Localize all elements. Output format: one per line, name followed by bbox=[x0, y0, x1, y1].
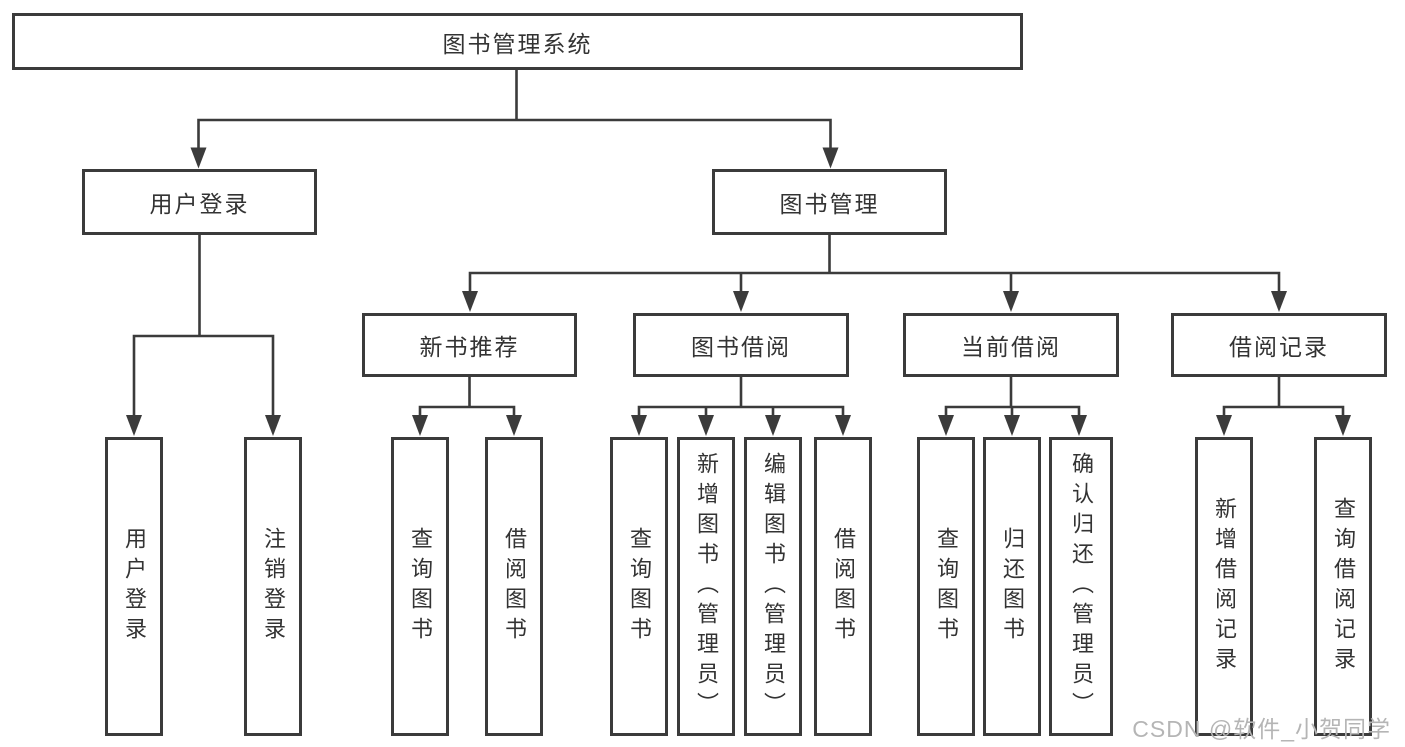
arrowhead bbox=[506, 415, 522, 436]
connector-line bbox=[468, 225, 1281, 293]
arrowhead bbox=[938, 415, 954, 436]
arrowhead bbox=[822, 147, 839, 169]
connector-bookborrow-to-leaves bbox=[631, 367, 851, 436]
arrowhead bbox=[1335, 415, 1351, 436]
node-book-borrow: 图书借阅 bbox=[633, 313, 849, 377]
connector-currentborrow-to-leaves bbox=[938, 367, 1087, 436]
arrowhead bbox=[1004, 415, 1020, 436]
leaf-records-query-record: 查询借阅记录 bbox=[1314, 437, 1372, 736]
leaf-borrow-add-book: 新增图书（管理员） bbox=[677, 437, 735, 736]
leaf-borrow-query-book: 查询图书 bbox=[610, 437, 668, 736]
arrowhead bbox=[462, 291, 478, 312]
arrowhead bbox=[631, 415, 647, 436]
connector-line bbox=[197, 60, 832, 149]
node-new-book-recommend: 新书推荐 bbox=[362, 313, 577, 377]
connector-borrowrecords-to-leaves bbox=[1216, 367, 1351, 436]
leaf-current-return-book: 归还图书 bbox=[983, 437, 1041, 736]
leaf-current-query-book: 查询图书 bbox=[917, 437, 975, 736]
node-user-login: 用户登录 bbox=[82, 169, 317, 235]
leaf-current-confirm-return: 确认归还（管理员） bbox=[1049, 437, 1113, 736]
connector-line bbox=[132, 225, 275, 417]
arrowhead bbox=[412, 415, 428, 436]
arrowhead bbox=[1216, 415, 1232, 436]
leaf-borrow-borrow-book: 借阅图书 bbox=[814, 437, 872, 736]
connector-line bbox=[637, 367, 845, 417]
connector-root-to-level2 bbox=[190, 60, 839, 169]
leaf-user-login: 用户登录 bbox=[105, 437, 163, 736]
arrowhead bbox=[733, 291, 749, 312]
leaf-logout: 注销登录 bbox=[244, 437, 302, 736]
arrowhead bbox=[1071, 415, 1087, 436]
leaf-borrow-edit-book: 编辑图书（管理员） bbox=[744, 437, 802, 736]
connector-bookmgmt-to-level3 bbox=[462, 225, 1287, 312]
arrowhead bbox=[835, 415, 851, 436]
leaf-newbook-query-book: 查询图书 bbox=[391, 437, 449, 736]
leaf-records-add-record: 新增借阅记录 bbox=[1195, 437, 1253, 736]
connector-userlogin-to-leaves bbox=[126, 225, 281, 436]
leaf-newbook-borrow-book: 借阅图书 bbox=[485, 437, 543, 736]
arrowhead bbox=[265, 415, 281, 436]
node-book-management: 图书管理 bbox=[712, 169, 947, 235]
node-root: 图书管理系统 bbox=[12, 13, 1023, 70]
node-borrow-records: 借阅记录 bbox=[1171, 313, 1387, 377]
node-current-borrow: 当前借阅 bbox=[903, 313, 1119, 377]
arrowhead bbox=[698, 415, 714, 436]
arrowhead bbox=[126, 415, 142, 436]
connector-newbook-to-leaves bbox=[412, 367, 522, 436]
arrowhead bbox=[765, 415, 781, 436]
arrowhead bbox=[1271, 291, 1287, 312]
arrowhead bbox=[1003, 291, 1019, 312]
arrowhead bbox=[190, 147, 207, 169]
watermark: CSDN @软件_小贺同学 bbox=[1132, 716, 1391, 742]
